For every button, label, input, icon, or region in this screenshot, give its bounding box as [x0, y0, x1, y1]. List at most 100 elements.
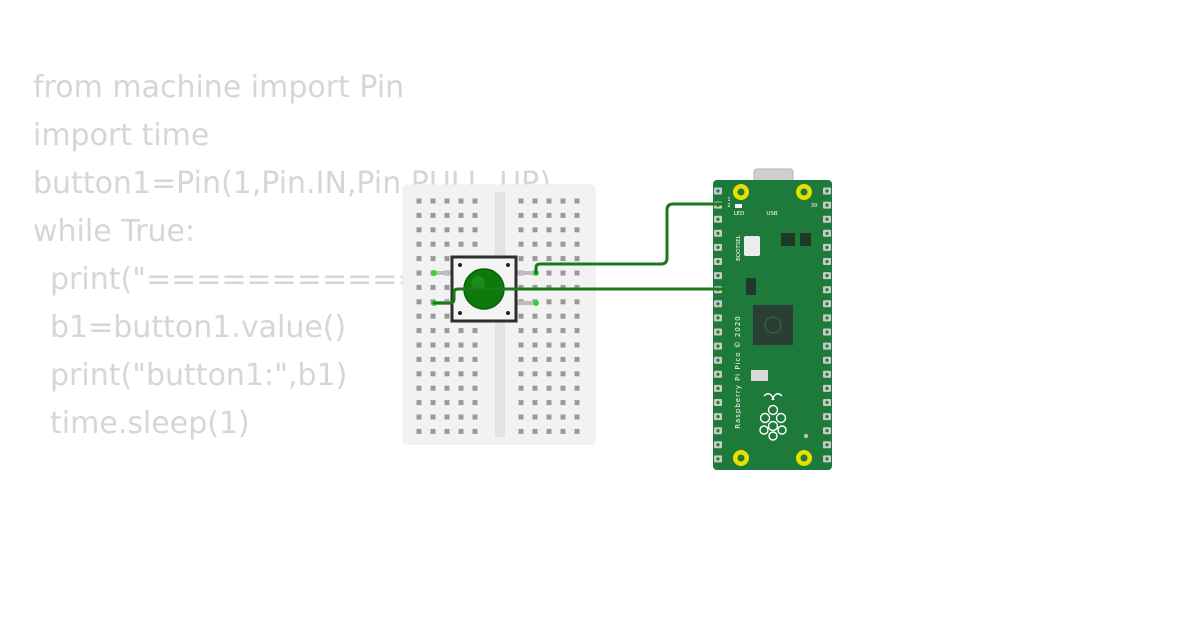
breadboard-hole [532, 328, 538, 334]
breadboard-hole [472, 371, 478, 377]
code-line-4: while True: [33, 214, 196, 249]
breadboard-hole [458, 342, 464, 348]
breadboard-hole [574, 241, 580, 247]
breadboard-hole [574, 428, 580, 434]
breadboard-hole [472, 212, 478, 218]
breadboard-hole [430, 328, 436, 334]
breadboard-hole [546, 241, 552, 247]
breadboard-hole [416, 227, 422, 233]
pico-pin-hole [716, 415, 720, 419]
breadboard-hole [546, 299, 552, 305]
breadboard-hole [560, 270, 566, 276]
wire-gnd[interactable] [432, 287, 726, 305]
code-line-7: print("button1:",b1) [50, 358, 348, 393]
pico-pin-hole [825, 372, 829, 376]
pico-pin-hole [825, 415, 829, 419]
pico-pin-hole [825, 302, 829, 306]
breadboard-hole [574, 342, 580, 348]
breadboard-hole [518, 385, 524, 391]
pico-pin-hole [825, 358, 829, 362]
breadboard-hole [546, 400, 552, 406]
pico-pin-hole [716, 358, 720, 362]
pico-pin-hole [716, 386, 720, 390]
pico-pin-hole [716, 400, 720, 405]
breadboard-hole [546, 342, 552, 348]
breadboard-hole [444, 241, 450, 247]
breadboard-hole [430, 428, 436, 434]
breadboard-hole [472, 328, 478, 334]
breadboard-hole [458, 414, 464, 420]
breadboard-hole [430, 371, 436, 377]
breadboard-hole [546, 371, 552, 377]
button-pin-marker [431, 270, 437, 276]
breadboard-hole [458, 212, 464, 218]
breadboard-hole [416, 328, 422, 334]
breadboard-hole [518, 328, 524, 334]
breadboard-hole [518, 227, 524, 233]
breadboard-hole [546, 212, 552, 218]
breadboard-hole [444, 342, 450, 348]
pico-pin-hole [716, 217, 720, 221]
button-pin-marker [533, 300, 539, 306]
code-line-8: time.sleep(1) [50, 406, 250, 441]
rp2040-logo-icon [764, 316, 782, 334]
breadboard-hole [574, 299, 580, 305]
breadboard-hole [472, 428, 478, 434]
breadboard-hole [546, 313, 552, 319]
breadboard-hole [532, 212, 538, 218]
bootsel-button[interactable] [744, 236, 760, 256]
breadboard-hole [416, 356, 422, 362]
breadboard-hole [458, 400, 464, 406]
breadboard-hole [532, 198, 538, 204]
bootsel-label: BOOTSEL [736, 234, 742, 261]
chip-component [800, 233, 811, 246]
pico-pin-hole [716, 372, 720, 376]
pico-pin-hole [716, 429, 720, 433]
breadboard-hole [574, 385, 580, 391]
breadboard-hole [444, 371, 450, 377]
breadboard-hole [532, 313, 538, 319]
breadboard-hole [532, 284, 538, 290]
breadboard-hole [532, 371, 538, 377]
breadboard-hole [472, 241, 478, 247]
breadboard-hole [532, 428, 538, 434]
breadboard-hole [560, 414, 566, 420]
raspberry-pi-pico[interactable]: LED USB 1 2 39 BOOTSEL Raspberry Pi Pico… [713, 168, 832, 470]
wire-gp1[interactable] [534, 202, 726, 275]
breadboard-hole [444, 198, 450, 204]
pico-pin-hole [825, 274, 829, 278]
breadboard-hole [546, 356, 552, 362]
breadboard-hole [546, 428, 552, 434]
breadboard-hole [416, 428, 422, 434]
breadboard-hole [430, 313, 436, 319]
breadboard-hole [518, 342, 524, 348]
breadboard-hole [574, 270, 580, 276]
pico-pin-hole [825, 386, 829, 390]
breadboard-hole [532, 400, 538, 406]
breadboard-hole [560, 342, 566, 348]
breadboard-hole [532, 256, 538, 262]
breadboard-hole [472, 342, 478, 348]
pico-pin-hole [825, 344, 829, 348]
breadboard-hole [430, 241, 436, 247]
breadboard-hole [416, 270, 422, 276]
breadboard-hole [560, 241, 566, 247]
breadboard-hole [458, 227, 464, 233]
breadboard-hole [430, 414, 436, 420]
code-line-6: b1=button1.value() [50, 310, 347, 345]
breadboard-hole [560, 328, 566, 334]
breadboard-hole [430, 256, 436, 262]
breadboard-hole [416, 342, 422, 348]
breadboard-hole [518, 400, 524, 406]
breadboard-hole [444, 284, 450, 290]
pin-number-label: 2 [727, 203, 730, 209]
breadboard-hole [458, 198, 464, 204]
breadboard-hole [574, 212, 580, 218]
breadboard-hole [518, 313, 524, 319]
breadboard-hole [430, 400, 436, 406]
breadboard-hole [444, 414, 450, 420]
breadboard-hole [416, 313, 422, 319]
breadboard-hole [458, 241, 464, 247]
breadboard-hole [444, 227, 450, 233]
breadboard-hole [560, 400, 566, 406]
